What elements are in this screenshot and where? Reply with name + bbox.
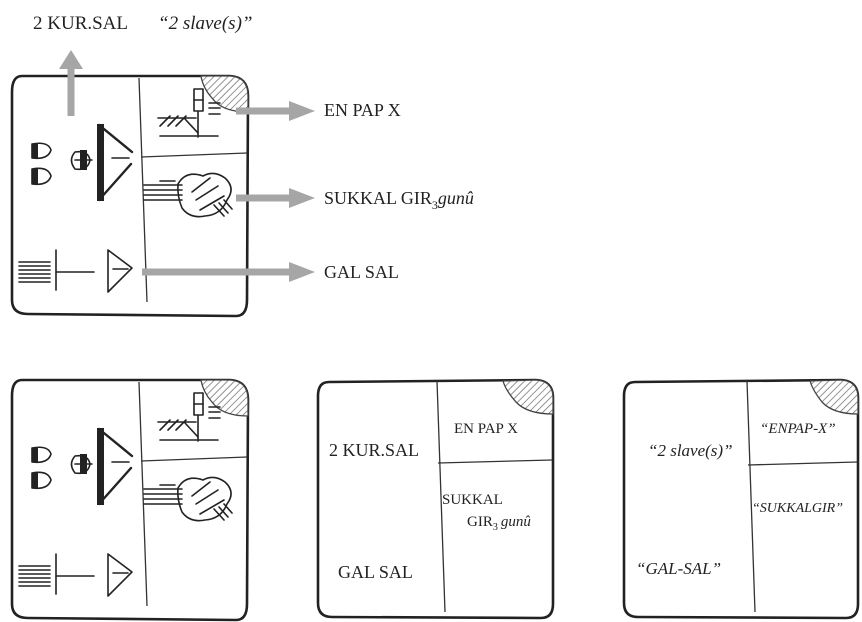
tablet-drawing — [10, 378, 250, 622]
broken-corner-hatch — [502, 379, 554, 415]
label-en-pap-x: EN PAP X — [324, 100, 401, 120]
interpretation-panel: “2 slave(s)” “ENPAP-X” “SUKKALGIR” “GAL-… — [622, 378, 860, 620]
gloss-enpap: “ENPAP-X” — [760, 421, 836, 437]
cuneiform-signs — [17, 391, 234, 598]
label-sukkal-gir: SUKKAL GIR3gunû — [324, 188, 474, 212]
translit-kur-sal: 2 KUR.SAL — [329, 440, 419, 460]
annotated-tablet: EN PAP X SUKKAL GIR3gunû GAL SAL — [10, 50, 474, 318]
translit-gal-sal: GAL SAL — [338, 562, 413, 582]
annotation-arrows — [59, 50, 315, 282]
gloss-gal-sal: “GAL-SAL” — [636, 559, 721, 578]
gloss-sukkalgir: “SUKKALGIR” — [752, 501, 843, 516]
top-caption: 2 KUR.SAL “2 slave(s)” — [33, 13, 252, 34]
translit-sukkal: SUKKAL — [442, 492, 503, 508]
broken-corner-hatch — [809, 379, 859, 415]
translit-en-pap-x: EN PAP X — [454, 421, 518, 437]
caption-gloss: “2 slave(s)” — [158, 13, 252, 34]
gloss-slaves: “2 slave(s)” — [648, 441, 733, 460]
cuneiform-signs — [17, 87, 234, 294]
caption-prefix: 2 KUR.SAL — [33, 13, 128, 34]
label-gal-sal: GAL SAL — [324, 262, 399, 282]
broken-corner-hatch — [200, 75, 249, 113]
broken-corner-hatch — [200, 379, 249, 417]
